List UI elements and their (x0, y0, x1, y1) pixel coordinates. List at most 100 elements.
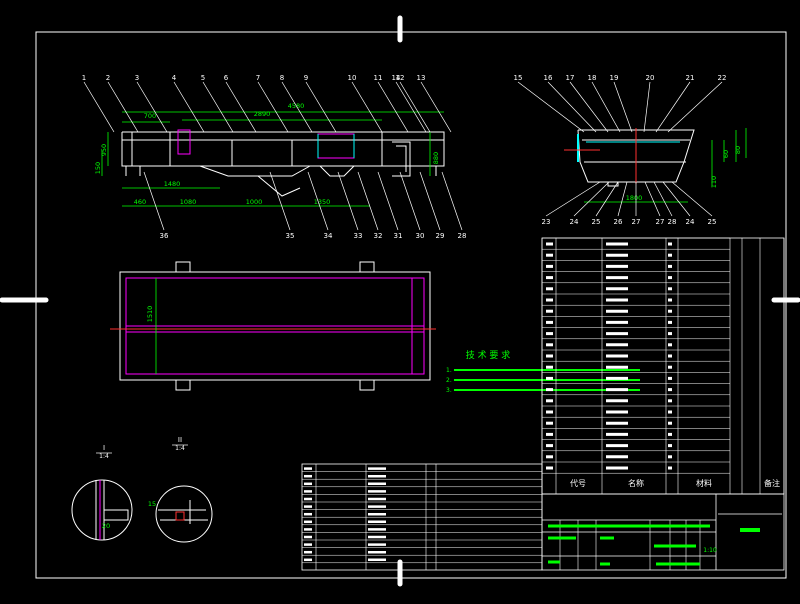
part-balloon-10: 10 (348, 74, 357, 82)
balloon-leader (307, 171, 329, 231)
balloon-leader (107, 81, 139, 133)
view-label-II: II (178, 436, 182, 444)
bom-header-name: 名称 (628, 478, 644, 488)
part-balloon-28: 28 (668, 218, 677, 226)
part-balloon-7: 7 (256, 74, 260, 82)
part-balloon-8: 8 (280, 74, 284, 82)
parts-list-bottom (301, 463, 543, 571)
bom-header-material: 材料 (696, 478, 712, 488)
part-balloon-5: 5 (201, 74, 205, 82)
part-balloon-21: 21 (686, 74, 695, 82)
balloon-leader (257, 81, 289, 133)
dimension-1510: 1510 (146, 306, 154, 323)
part-balloon-9: 9 (304, 74, 308, 82)
part-balloon-17: 17 (566, 74, 575, 82)
part-balloon-3: 3 (135, 74, 139, 82)
part-balloon-13: 13 (417, 74, 426, 82)
balloon-leader (399, 81, 431, 133)
dimension-80: 80 (734, 146, 742, 154)
part-balloon-1: 1 (82, 74, 86, 82)
part-balloon-16: 16 (544, 74, 553, 82)
balloon-leader (653, 181, 673, 217)
drawing-border (35, 31, 787, 579)
part-balloon-29: 29 (436, 232, 445, 240)
side-view (564, 128, 695, 187)
balloon-leader (547, 81, 597, 133)
balloon-leader (305, 81, 337, 133)
balloon-leader (269, 171, 291, 231)
tech-requirements-title: 技 术 要 求 (466, 349, 511, 361)
part-balloon-33: 33 (354, 232, 363, 240)
front-view-dimensions (101, 111, 444, 207)
balloon-leader (644, 181, 661, 217)
balloon-leader (351, 81, 383, 133)
dimension-60: 60 (722, 150, 730, 158)
balloon-leader (377, 81, 409, 133)
balloon-leader (655, 81, 691, 133)
balloon-leader (441, 171, 463, 231)
part-balloon-30: 30 (416, 232, 425, 240)
balloon-leader (420, 81, 452, 133)
part-balloon-22: 22 (718, 74, 727, 82)
part-balloon-32: 32 (374, 232, 383, 240)
parts-list-right: 代号 名称 材料 备注 (541, 237, 785, 495)
balloon-leader (662, 181, 691, 217)
dimension-880: 880 (432, 152, 440, 164)
part-balloon-34: 34 (324, 232, 333, 240)
balloon-leader (545, 181, 601, 217)
part-balloon-24: 24 (570, 218, 579, 226)
balloon-leader (83, 81, 115, 133)
dimension-1000: 1000 (246, 198, 263, 206)
part-balloon-27: 27 (632, 218, 641, 226)
view-scale: 1:4 (175, 445, 185, 452)
part-balloon-23: 23 (542, 218, 551, 226)
front-view (121, 129, 445, 197)
part-balloon-20: 20 (646, 74, 655, 82)
tech-requirement-line: 2. (446, 377, 452, 384)
part-balloon-14: 14 (392, 74, 401, 82)
dimension-700: 700 (144, 112, 156, 120)
part-balloon-26: 26 (614, 218, 623, 226)
side-view-dimensions (584, 128, 747, 203)
dimension-110: 110 (710, 176, 718, 188)
plan-view (110, 261, 436, 391)
balloon-leader (357, 171, 379, 231)
balloon-leader (225, 81, 257, 133)
dimension-460: 460 (134, 198, 146, 206)
balloon-leader (671, 181, 713, 217)
dimension-950: 950 (100, 144, 108, 156)
balloon-leader (377, 171, 399, 231)
parts-list-frame (541, 237, 785, 495)
balloon-leader (643, 81, 651, 133)
dimension-1800: 1800 (626, 194, 643, 202)
front-view-dimension-labels: 458070028909501501480460108010001350880 (94, 102, 440, 206)
view-scale: 1:4 (99, 453, 109, 460)
balloon-leader (591, 81, 621, 133)
balloon-leader (569, 81, 609, 133)
part-balloon-25: 25 (592, 218, 601, 226)
part-balloon-28: 28 (458, 232, 467, 240)
part-balloon-24: 24 (686, 218, 695, 226)
dimension-1080: 1080 (180, 198, 197, 206)
part-balloon-19: 19 (610, 74, 619, 82)
part-balloon-11: 11 (374, 74, 383, 82)
bom-header-note: 备注 (764, 478, 780, 488)
dimension-1350: 1350 (314, 198, 331, 206)
part-balloon-35: 35 (286, 232, 295, 240)
balloon-leader (667, 81, 723, 133)
detail-views (71, 479, 213, 543)
part-balloon-36: 36 (160, 232, 169, 240)
bom-header-code: 代号 (570, 478, 586, 488)
part-balloon-18: 18 (588, 74, 597, 82)
view-label-I: I (103, 444, 105, 452)
part-balloon-12: 12 (396, 74, 405, 82)
balloon-leader (617, 181, 628, 217)
tech-requirement-line: 1. (446, 367, 452, 374)
balloon-leader (281, 81, 313, 133)
part-balloon-27: 27 (656, 218, 665, 226)
